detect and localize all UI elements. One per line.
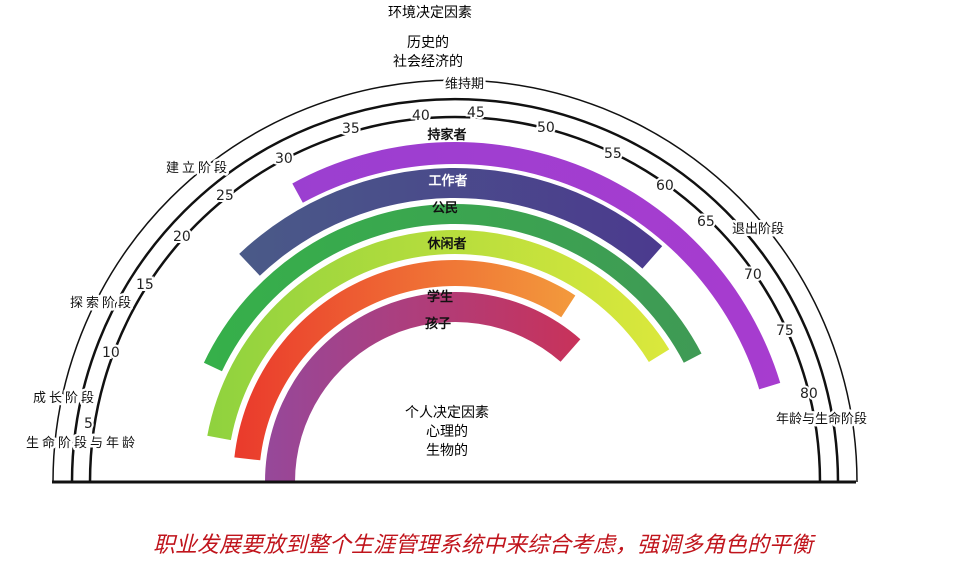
stage-life-age-right: 年龄与生命阶段	[776, 411, 867, 427]
age-label: 60	[656, 178, 674, 194]
role-band-student	[234, 260, 576, 461]
personal-determinants: 个人决定因素 心理的 生物的	[405, 405, 489, 459]
age-label: 70	[744, 267, 762, 283]
stage-exploration: 探索阶段	[70, 296, 134, 311]
age-label: 30	[275, 151, 293, 167]
role-band-worker	[239, 167, 663, 276]
personal-title: 个人决定因素	[405, 405, 489, 421]
caption: 职业发展要放到整个生涯管理系统中来综合考虑，强调多角色的平衡	[152, 533, 813, 558]
personal-psychological: 心理的	[426, 424, 468, 440]
stage-arcs	[52, 79, 858, 484]
role-band-homemaker	[292, 142, 781, 390]
environment-title: 环境决定因素	[388, 5, 472, 21]
role-label-citizen: 公民	[432, 201, 458, 216]
stage-growth: 成长阶段	[33, 391, 97, 406]
stage-decline: 退出阶段	[732, 222, 784, 237]
age-label: 35	[342, 121, 360, 137]
stage-establishment: 建立阶段	[166, 161, 230, 176]
role-bands	[203, 142, 781, 482]
age-arc-outer	[70, 97, 840, 483]
role-band-leisurite	[207, 230, 670, 441]
age-label: 65	[697, 214, 715, 230]
age-arc-inner	[88, 115, 822, 483]
stage-maintenance: 维持期	[445, 77, 484, 92]
age-ticks: 5 10 15 20 25 30 35 40 45 50 55 60 65 70…	[82, 103, 820, 434]
environment-determinants: 环境决定因素 历史的 社会经济的	[388, 5, 472, 70]
role-label-leisurite: 休闲者	[426, 236, 466, 252]
role-band-child	[265, 292, 581, 482]
age-label: 15	[136, 277, 154, 293]
age-label: 50	[537, 120, 555, 136]
role-label-child: 孩子	[425, 316, 451, 332]
role-label-student: 学生	[427, 289, 453, 305]
personal-biological: 生物的	[426, 443, 468, 459]
age-label: 55	[604, 146, 622, 162]
role-label-homemaker: 持家者	[427, 127, 466, 143]
environment-socioeconomic: 社会经济的	[393, 54, 463, 70]
environment-historical: 历史的	[407, 35, 449, 51]
age-label: 20	[173, 229, 191, 245]
age-label: 40	[412, 108, 430, 124]
age-label: 5	[84, 416, 93, 432]
stage-life-age-left: 生命阶段与年龄	[26, 435, 138, 451]
role-labels: 持家者 工作者 公民 休闲者 学生 孩子	[425, 127, 468, 332]
age-label: 45	[467, 105, 485, 121]
role-label-worker: 工作者	[428, 173, 467, 189]
role-band-citizen	[203, 204, 702, 372]
age-label: 80	[800, 386, 818, 402]
stage-labels: 维持期 建立阶段 探索阶段 成长阶段 生命阶段与年龄 退出阶段 年龄与生命阶段	[24, 75, 870, 454]
age-label: 10	[102, 345, 120, 361]
age-label: 75	[776, 323, 794, 339]
outer-stage-arc	[52, 79, 858, 483]
age-label: 25	[216, 188, 234, 204]
